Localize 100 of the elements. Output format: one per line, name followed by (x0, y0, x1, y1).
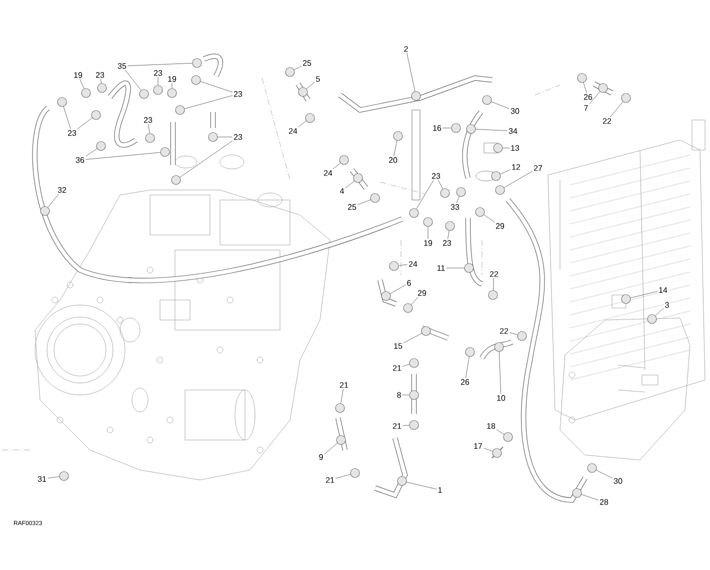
hose-clamp (577, 73, 587, 83)
leader-line (499, 352, 502, 394)
callout-number: 9 (318, 453, 324, 461)
hose-clamp (465, 347, 475, 357)
hose-clamp (503, 432, 513, 442)
leader-line (504, 171, 533, 188)
hose-clamp (175, 105, 185, 115)
callout-number: 17 (472, 442, 484, 450)
hose-clamp (517, 331, 527, 341)
callout-number: 25 (346, 203, 358, 211)
callout-number: 25 (302, 59, 312, 67)
callout-number: 27 (532, 164, 544, 172)
leader-line (483, 448, 493, 452)
hose-clamp (353, 173, 363, 183)
callout-number: 5 (314, 75, 322, 83)
callout-number: 36 (74, 156, 86, 164)
hose-clamp (96, 141, 106, 151)
hose-clamp (411, 91, 421, 101)
leader-line (411, 296, 418, 305)
hose-clamp (495, 185, 505, 195)
hose-clamp (160, 147, 170, 157)
hose-clamp (153, 85, 163, 95)
callout-number: 29 (494, 222, 506, 230)
hose-clamp (397, 476, 407, 486)
callout-number: 28 (598, 498, 610, 506)
hose-clamp (456, 187, 466, 197)
leader-line (124, 70, 142, 90)
leader-line (438, 180, 443, 189)
hose-clamp (335, 403, 345, 413)
callout-number: 3 (664, 301, 670, 309)
leader-line (402, 394, 410, 396)
leader-line (48, 194, 59, 208)
leader-line (402, 364, 410, 367)
callout-number: 23 (152, 69, 164, 77)
leader-line (402, 425, 410, 426)
leader-line (596, 470, 613, 478)
callout-number: 13 (510, 144, 520, 152)
hose-clamp (336, 435, 346, 445)
leader-line (406, 482, 437, 490)
hose-clamp (305, 113, 315, 123)
leader-line (398, 264, 408, 266)
hose-clamp (97, 83, 107, 93)
hose-clamp (339, 155, 349, 165)
leader-line (357, 200, 371, 205)
leader-line (496, 429, 504, 435)
callout-number: 2 (402, 45, 410, 53)
leader-line (610, 102, 624, 118)
callout-number: 4 (338, 187, 346, 195)
leader-line (335, 474, 351, 479)
hose-clamp (81, 88, 91, 98)
leader-line (345, 180, 354, 188)
callout-number: 22 (602, 117, 612, 125)
leader-line (581, 494, 599, 500)
callout-number: 23 (66, 129, 78, 137)
callout-number: 31 (36, 475, 48, 483)
callout-number: 18 (486, 422, 496, 430)
leader-line (85, 148, 98, 156)
hose-clamp (350, 468, 360, 478)
callout-number: 14 (658, 286, 668, 294)
hose-clamp (491, 171, 501, 181)
leader-line (63, 106, 71, 130)
callout-number: 15 (392, 342, 404, 350)
hose-clamp (423, 217, 433, 227)
callout-number: 10 (496, 394, 506, 402)
leader-line (200, 81, 233, 92)
leader-line (340, 388, 344, 404)
leader-line (406, 52, 416, 92)
hose-clamp (298, 87, 308, 97)
hose-clamp (621, 294, 631, 304)
leader-line (47, 476, 60, 478)
callout-number: 1 (436, 486, 444, 494)
callout-number: 8 (396, 391, 402, 399)
callout-number: 22 (498, 327, 510, 335)
leader-line (324, 442, 338, 454)
leader-line (85, 152, 160, 160)
hose-clamp (57, 97, 67, 107)
hose-clamp (587, 463, 597, 473)
callout-number: 20 (388, 156, 398, 164)
leader-line (491, 102, 510, 109)
hose-clamp (139, 89, 149, 99)
leader-line (456, 196, 460, 204)
hose-clamp (572, 488, 582, 498)
hose-clamp (621, 93, 631, 103)
callout-number: 7 (582, 104, 590, 112)
hose-clamp (192, 58, 202, 68)
leader-line (390, 284, 406, 294)
hose-clamp (482, 95, 492, 105)
leader-line (184, 95, 233, 109)
hose-clamp (403, 303, 413, 313)
hose-clamp (191, 75, 201, 85)
callout-number: 21 (392, 422, 402, 430)
hose-clamp (451, 123, 461, 133)
callout-number: 16 (432, 124, 442, 132)
leader-line (394, 140, 398, 156)
hose-clamp (421, 326, 431, 336)
leader-line (298, 120, 306, 128)
hose-clamp (492, 448, 502, 458)
hose-clamp (598, 83, 608, 93)
leader-line (218, 136, 233, 138)
callout-number: 23 (232, 90, 244, 98)
